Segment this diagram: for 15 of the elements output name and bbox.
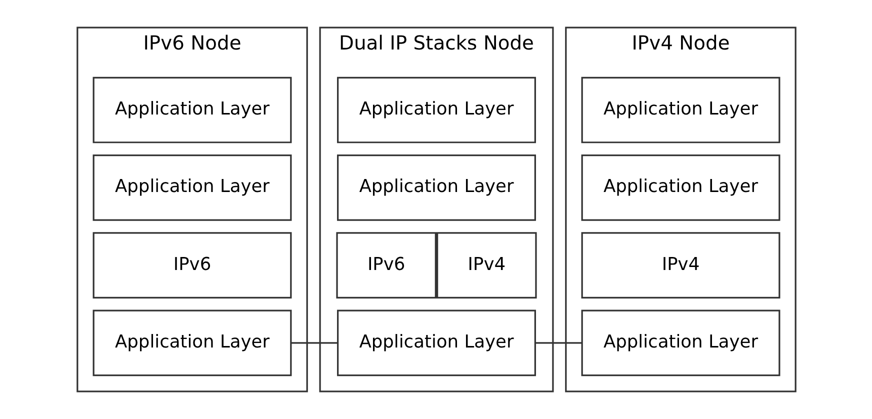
node-box: IPv4: [580, 232, 780, 298]
node-box: Application Layer: [92, 154, 292, 221]
node-box: Application Layer: [336, 76, 536, 144]
node-box: Application Layer: [336, 310, 536, 376]
node-box: Application Layer: [580, 76, 780, 144]
node-box: IPv4: [436, 232, 536, 298]
node-box: IPv6: [336, 232, 436, 298]
node-box: Application Layer: [336, 154, 536, 221]
node-box: Application Layer: [580, 310, 780, 376]
node-box: Application Layer: [92, 310, 292, 376]
node-box: IPv6: [92, 232, 292, 298]
connector: [290, 342, 338, 344]
node-box: Application Layer: [580, 154, 780, 221]
connector: [534, 342, 582, 344]
node-box: Application Layer: [92, 76, 292, 144]
